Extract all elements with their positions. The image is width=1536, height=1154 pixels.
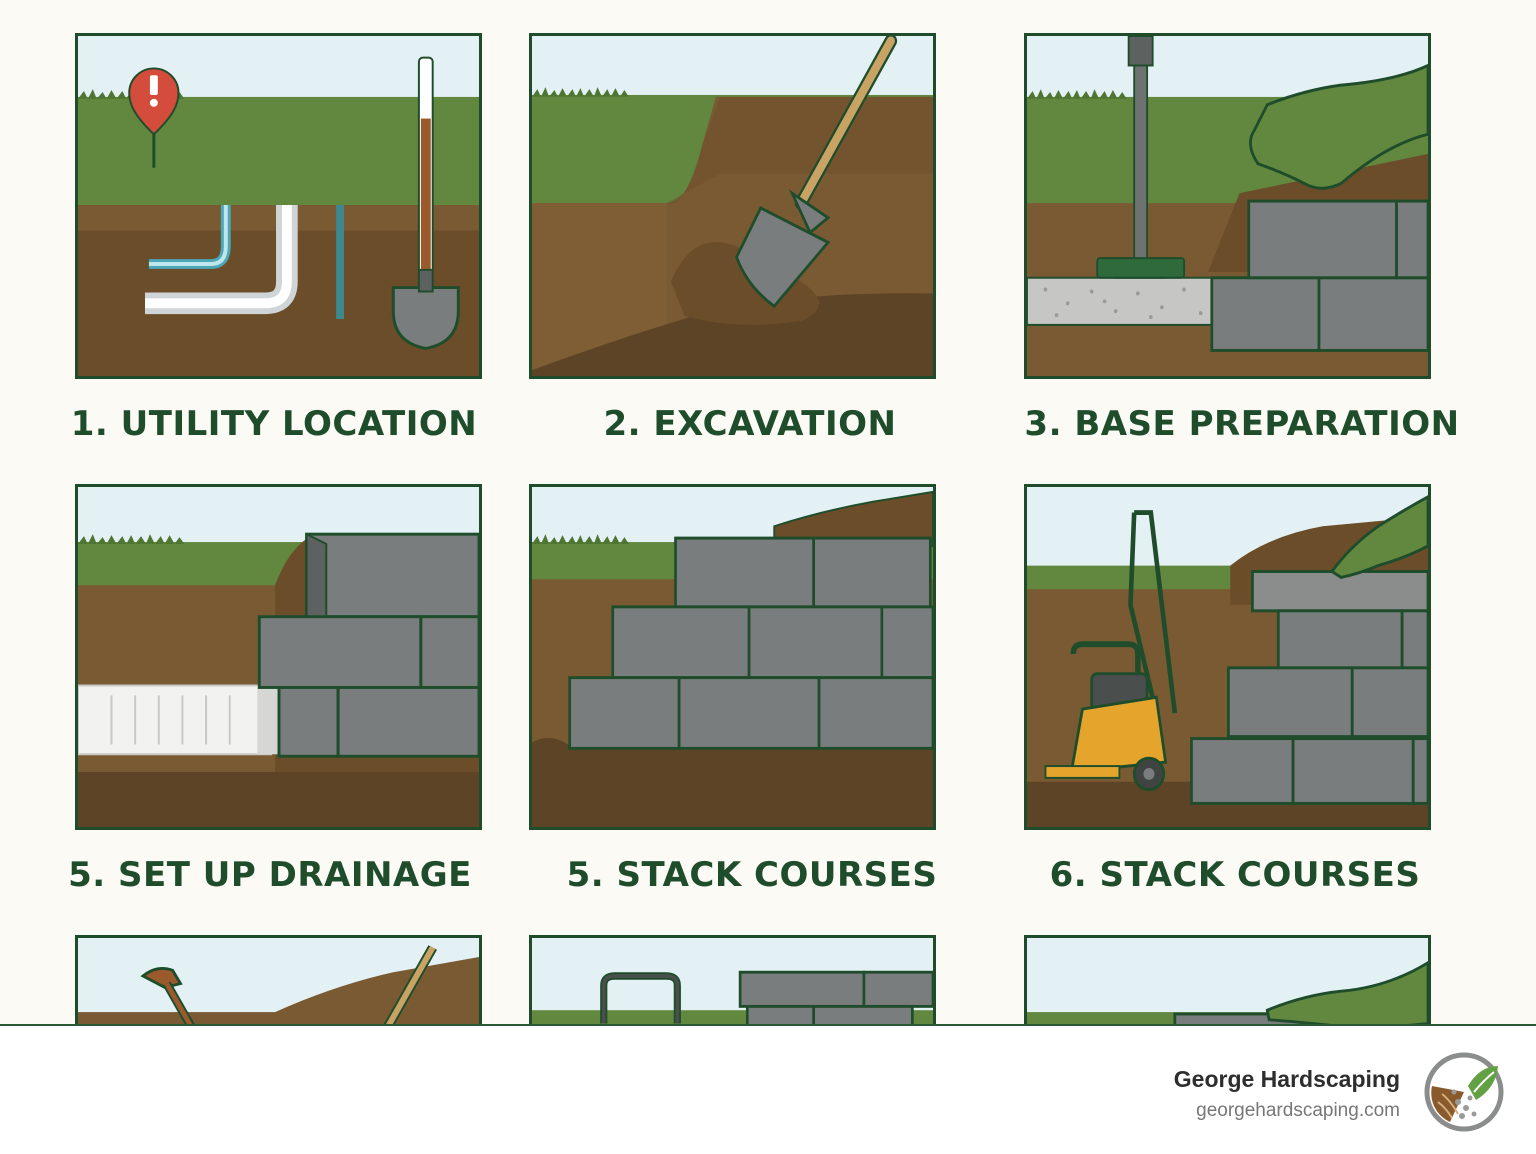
step-5-drainage-illustration <box>75 484 482 830</box>
step-2-illustration <box>529 33 936 379</box>
step-1-illustration <box>75 33 482 379</box>
step-caption: 3. BASE PREPARATION <box>1024 404 1460 444</box>
step-caption: 5. STACK COURSES <box>566 855 938 895</box>
step-caption: 6. STACK COURSES <box>1049 855 1421 895</box>
step-caption: 5. SET UP DRAINAGE <box>68 855 472 895</box>
step-3-illustration <box>1024 33 1431 379</box>
step-5-stack-illustration <box>529 484 936 830</box>
brand-logo-icon <box>1424 1052 1504 1132</box>
footer-bar: George Hardscaping georgehardscaping.com <box>0 1024 1536 1154</box>
step-6-stack-illustration <box>1024 484 1431 830</box>
brand-name: George Hardscaping <box>1173 1066 1400 1092</box>
step-caption: 2. EXCAVATION <box>603 404 897 444</box>
brand-url[interactable]: georgehardscaping.com <box>1196 1100 1400 1121</box>
step-caption: 1. UTILITY LOCATION <box>70 404 478 444</box>
